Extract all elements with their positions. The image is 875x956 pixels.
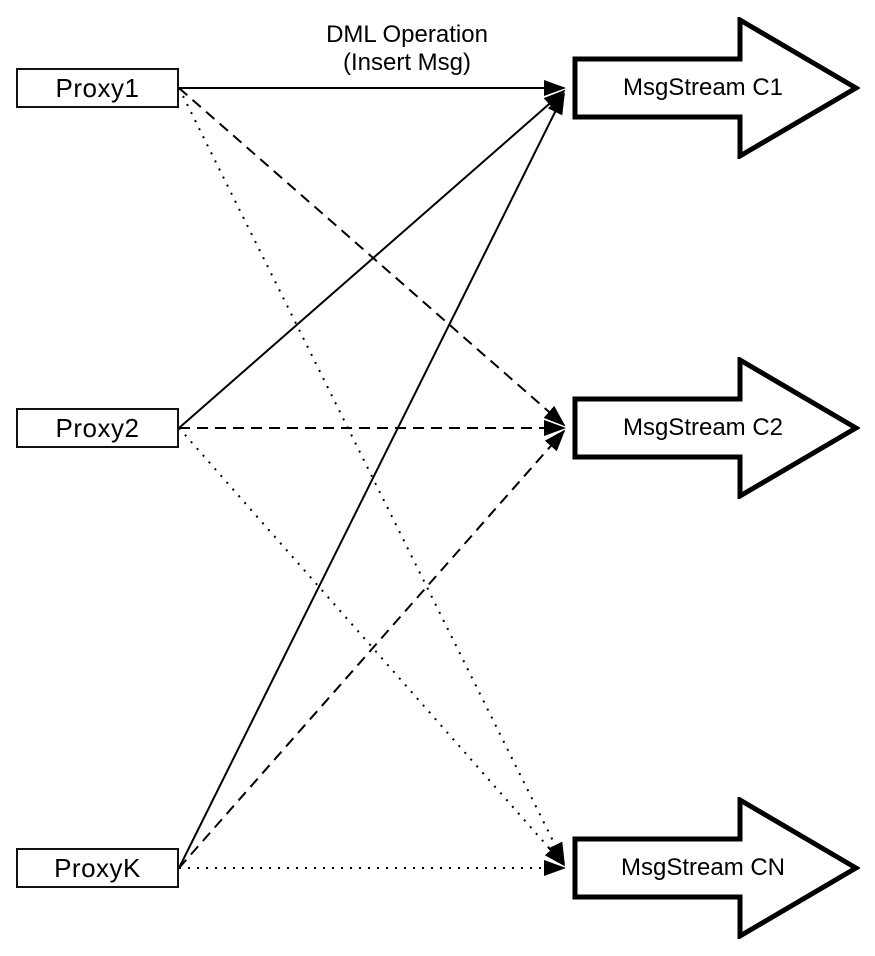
proxy1-node: Proxy1 [16,68,179,108]
annotation-line-1: DML Operation [326,21,488,48]
msgstream-c1-node: MsgStream C1 [572,17,860,159]
connector-proxyk-msgstream-c2 [178,429,566,869]
proxy1-label: Proxy1 [55,72,140,103]
connector-proxy1-msgstream-cn [178,87,565,865]
msgstream-c2-node: MsgStream C2 [572,357,860,499]
connector-proxy2-msgstream-cn [178,427,566,867]
connector-proxy1-msgstream-c2 [178,87,566,427]
msgstream-cn-node: MsgStream CN [572,797,860,939]
dml-operation-annotation: DML Operation (Insert Msg) [281,21,533,77]
proxyk-node: ProxyK [16,848,179,888]
connector-proxy2-msgstream-c1 [178,89,566,429]
block-arrow-icon [572,357,860,499]
msgstream-cn-label: MsgStream CN [620,854,786,881]
block-arrow-icon [572,797,860,939]
block-arrow-icon [572,17,860,159]
msgstream-c2-label: MsgStream C2 [622,414,784,441]
proxy2-label: Proxy2 [55,412,140,443]
annotation-line-2: (Insert Msg) [342,49,471,76]
proxy2-node: Proxy2 [16,408,179,448]
proxyk-label: ProxyK [54,852,141,883]
msgstream-c1-label: MsgStream C1 [622,74,784,101]
connector-proxyk-msgstream-c1 [178,92,565,869]
